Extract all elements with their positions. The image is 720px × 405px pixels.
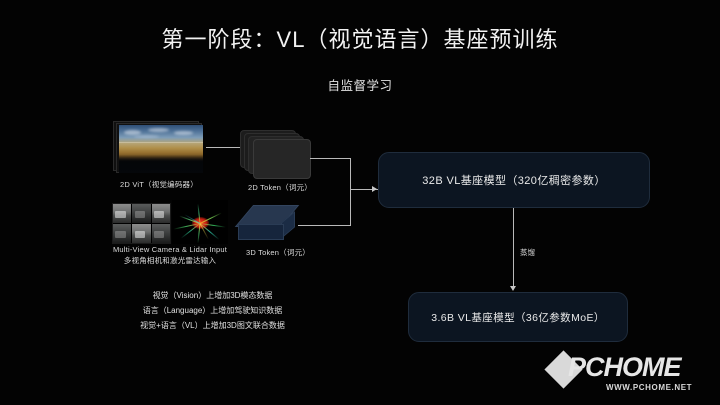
small-model-label: 3.6B VL基座模型（36亿参数MoE） <box>431 311 605 324</box>
camera-cell <box>151 224 170 243</box>
watermark-brand: PCHOME <box>568 352 682 382</box>
training-data-notes: 视觉（Vision）上增加3D模态数据 语言（Language）上增加驾驶知识数… <box>100 289 325 333</box>
vit-image-stack <box>113 121 205 175</box>
sensor-caption-en: Multi-View Camera & Lidar Input <box>112 245 228 254</box>
connector-distill-vertical <box>513 206 514 286</box>
distill-label: 蒸馏 <box>520 248 535 257</box>
token2d-card <box>253 139 311 179</box>
token2d-card-stack <box>240 130 311 179</box>
watermark-url: WWW.PCHOME.NET <box>606 383 693 392</box>
camera-cell <box>151 204 170 223</box>
token3d-front-face <box>238 224 284 240</box>
connector-junction-to-base-model <box>350 189 378 190</box>
note-line: 视觉+语言（VL）上增加3D图文联合数据 <box>140 320 285 330</box>
camera-cell <box>113 204 132 223</box>
page-subtitle: 自监督学习 <box>327 79 393 93</box>
base-model-label: 32B VL基座模型（320亿稠密参数） <box>422 175 606 187</box>
connector-token2d-to-junction <box>310 158 350 159</box>
multi-view-camera-grid <box>112 203 171 244</box>
lidar-point-cloud-image <box>172 200 228 244</box>
token2d-caption: 2D Token（词元） <box>248 183 312 192</box>
connector-merge-vertical <box>350 158 351 226</box>
vit-caption: 2D ViT（视觉编码器） <box>120 180 198 189</box>
note-line: 视觉（Vision）上增加3D模态数据 <box>152 291 273 300</box>
camera-cell <box>132 204 151 223</box>
token3d-caption: 3D Token（词元） <box>246 248 310 257</box>
connector-token3d-to-junction <box>298 225 350 226</box>
small-model-box[interactable]: 3.6B VL基座模型（36亿参数MoE） <box>408 292 628 342</box>
page-title: 第一阶段：VL（视觉语言）基座预训练 <box>161 27 559 52</box>
connector-vit-to-token2d <box>206 147 240 148</box>
pchome-watermark: PCHOME WWW.PCHOME.NET <box>544 350 710 398</box>
camera-cell <box>132 224 151 243</box>
sensor-caption-zh: 多视角相机和激光雷达输入 <box>123 256 217 265</box>
panoramic-driving-scene-image <box>119 125 203 173</box>
arrow-into-small-model <box>509 286 516 291</box>
camera-cell <box>113 224 132 243</box>
token3d-box <box>234 205 300 245</box>
arrow-into-base-model <box>372 185 377 192</box>
note-line: 语言（Language）上增加驾驶知识数据 <box>142 305 283 315</box>
base-model-box[interactable]: 32B VL基座模型（320亿稠密参数） <box>378 152 650 208</box>
